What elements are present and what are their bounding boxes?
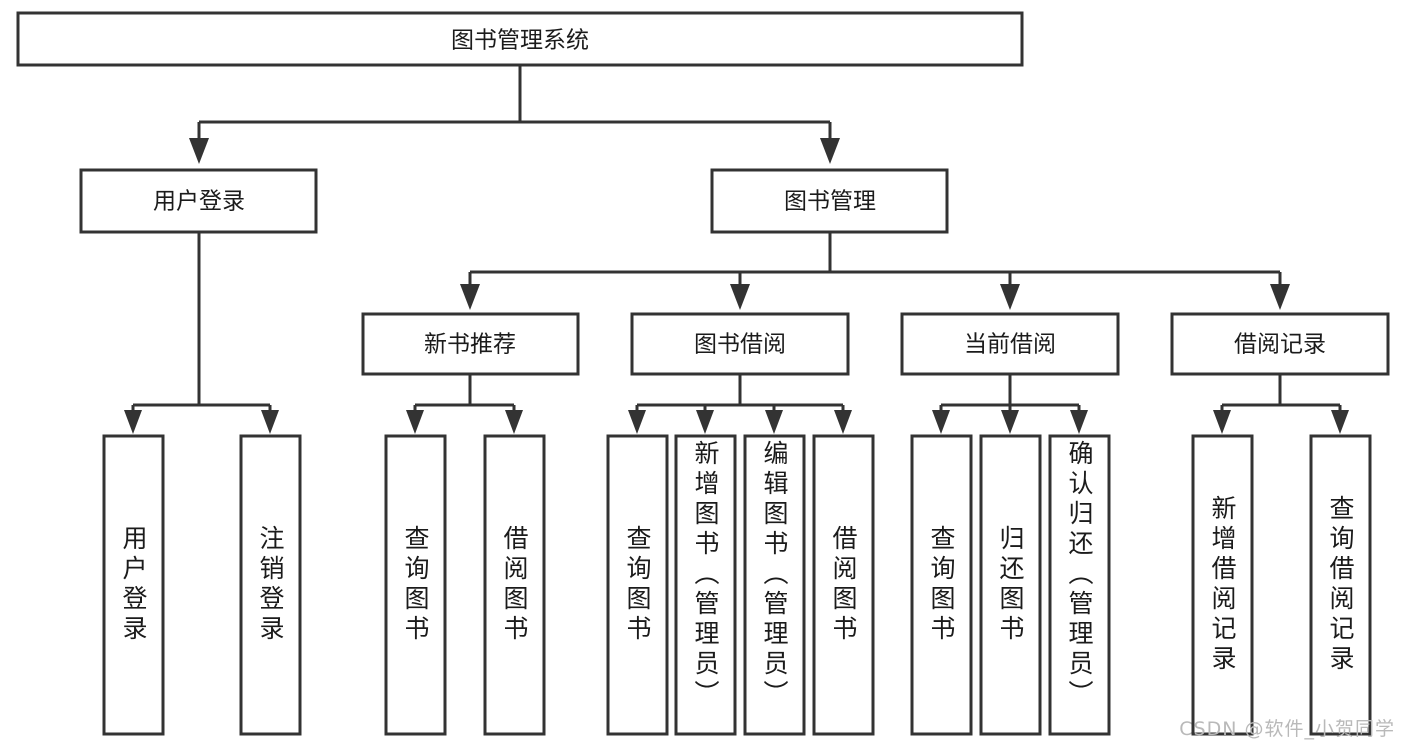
node-book-management-label: 图书管理 xyxy=(784,189,876,215)
arrow-head-icon xyxy=(1331,410,1349,434)
node-user-login-box[interactable] xyxy=(79,168,318,234)
node-current-borrow-box[interactable] xyxy=(900,312,1120,376)
node-book-borrow-label: 图书借阅 xyxy=(694,332,786,358)
leaf-box-query-record[interactable] xyxy=(1309,434,1372,736)
arrow-head-icon xyxy=(932,410,950,434)
connector-borrowrecord-to-leaves xyxy=(1213,374,1349,434)
node-book-management-box[interactable] xyxy=(710,168,949,234)
arrow-head-icon xyxy=(406,410,424,434)
leaf-box-borrow-book-2[interactable] xyxy=(812,434,875,736)
node-book-management[interactable]: 图书管理 xyxy=(710,168,949,234)
arrow-head-icon xyxy=(1070,410,1088,434)
connector-bookmgmt-to-level3 xyxy=(460,232,1290,310)
node-book-borrow[interactable]: 图书借阅 xyxy=(630,312,850,376)
leaf-box-add-book[interactable] xyxy=(674,434,737,736)
leaf-box-borrow-book-1[interactable] xyxy=(483,434,546,736)
leaf-box-query-book-1[interactable] xyxy=(384,434,447,736)
node-new-book-recommend[interactable]: 新书推荐 xyxy=(361,312,580,376)
arrow-head-icon xyxy=(696,410,714,434)
node-root-label: 图书管理系统 xyxy=(451,28,589,54)
node-user-login[interactable]: 用户登录 xyxy=(79,168,318,234)
node-current-borrow[interactable]: 当前借阅 xyxy=(900,312,1120,376)
leaf-box-user-login[interactable] xyxy=(102,434,165,736)
leaf-box-logout[interactable] xyxy=(239,434,302,736)
node-root[interactable]: 图书管理系统 xyxy=(16,11,1024,67)
connector-userlogin-to-leaves xyxy=(124,232,279,434)
leaf-box-return-book[interactable] xyxy=(979,434,1042,736)
connector-newbook-to-leaves xyxy=(406,374,523,434)
arrow-head-icon xyxy=(189,138,209,164)
watermark-text: CSDN @软件_小贺同学 xyxy=(1179,718,1395,740)
arrow-head-icon xyxy=(124,410,142,434)
arrow-head-icon xyxy=(1001,410,1019,434)
connector-bookborrow-to-leaves xyxy=(628,374,852,434)
node-root-box[interactable] xyxy=(16,11,1024,67)
node-borrow-record-box[interactable] xyxy=(1170,312,1390,376)
arrow-head-icon xyxy=(505,410,523,434)
arrow-head-icon xyxy=(765,410,783,434)
node-user-login-label: 用户登录 xyxy=(153,189,245,215)
node-current-borrow-label: 当前借阅 xyxy=(964,332,1056,358)
leaf-box-query-book-2[interactable] xyxy=(606,434,669,736)
arrow-head-icon xyxy=(460,284,480,310)
leaf-box-edit-book[interactable] xyxy=(743,434,806,736)
node-borrow-record[interactable]: 借阅记录 xyxy=(1170,312,1390,376)
arrow-head-icon xyxy=(730,284,750,310)
arrow-head-icon xyxy=(834,410,852,434)
connector-currentborrow-to-leaves xyxy=(932,374,1088,434)
arrow-head-icon xyxy=(1000,284,1020,310)
node-new-book-recommend-box[interactable] xyxy=(361,312,580,376)
leaf-box-add-record[interactable] xyxy=(1191,434,1254,736)
leaf-box-confirm-return[interactable] xyxy=(1048,434,1111,736)
node-book-borrow-box[interactable] xyxy=(630,312,850,376)
node-borrow-record-label: 借阅记录 xyxy=(1234,332,1326,358)
arrow-head-icon xyxy=(1213,410,1231,434)
connector-root-to-level2 xyxy=(189,65,840,164)
node-new-book-recommend-label: 新书推荐 xyxy=(424,332,516,358)
leaf-box-query-book-3[interactable] xyxy=(910,434,973,736)
arrow-head-icon xyxy=(820,138,840,164)
arrow-head-icon xyxy=(1270,284,1290,310)
arrow-head-icon xyxy=(261,410,279,434)
arrow-head-icon xyxy=(628,410,646,434)
